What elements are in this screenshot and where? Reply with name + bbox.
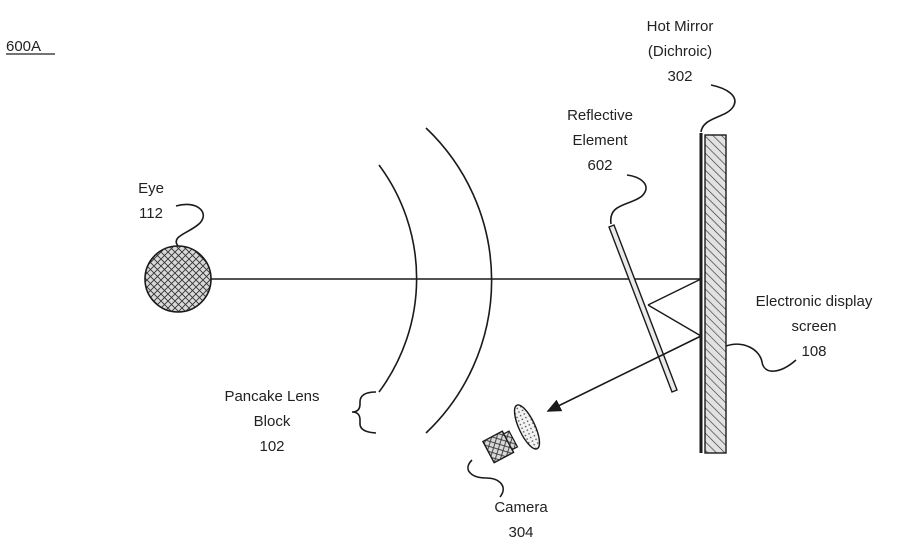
svg-text:108: 108 — [801, 343, 826, 360]
ray-upper — [647, 278, 702, 306]
pancake-lens-label: Pancake Lens Block 102 — [224, 388, 319, 455]
eye-leader — [175, 203, 205, 247]
svg-text:Electronic display: Electronic display — [756, 293, 873, 310]
reflective-element-label: Reflective Element 602 — [567, 107, 633, 174]
pancake-lens-outer-arc — [425, 127, 493, 434]
svg-text:102: 102 — [259, 438, 284, 455]
display-leader — [725, 343, 797, 372]
svg-text:302: 302 — [667, 68, 692, 85]
camera-leader — [467, 459, 504, 498]
svg-text:(Dichroic): (Dichroic) — [648, 43, 712, 60]
camera-icon — [481, 430, 519, 464]
svg-text:Pancake Lens: Pancake Lens — [224, 388, 319, 405]
svg-text:602: 602 — [587, 157, 612, 174]
figure-id: 600A — [6, 38, 41, 55]
display-label: Electronic display screen 108 — [756, 293, 873, 360]
ray-lower — [647, 304, 702, 337]
svg-text:304: 304 — [508, 524, 533, 541]
svg-text:Eye: Eye — [138, 180, 164, 197]
eye-label: Eye 112 — [138, 180, 164, 222]
svg-text:Camera: Camera — [494, 499, 548, 516]
reflective-element — [608, 224, 678, 393]
svg-text:112: 112 — [139, 205, 163, 222]
svg-text:Reflective: Reflective — [567, 107, 633, 124]
svg-text:screen: screen — [791, 318, 836, 335]
svg-text:Block: Block — [254, 413, 291, 430]
eye-icon — [144, 245, 212, 313]
pancake-lens-inner-arc — [378, 164, 418, 393]
display-screen — [704, 134, 727, 454]
svg-text:Hot Mirror: Hot Mirror — [647, 18, 714, 35]
svg-text:Element: Element — [572, 132, 628, 149]
lens-brace — [351, 391, 377, 434]
reflective-element-leader — [610, 174, 647, 225]
camera-lens-icon — [513, 404, 541, 450]
camera-label: Camera 304 — [494, 499, 548, 541]
ray-to-camera — [546, 335, 702, 412]
hot-mirror-leader — [700, 84, 736, 133]
hot-mirror-label: Hot Mirror (Dichroic) 302 — [647, 18, 714, 85]
